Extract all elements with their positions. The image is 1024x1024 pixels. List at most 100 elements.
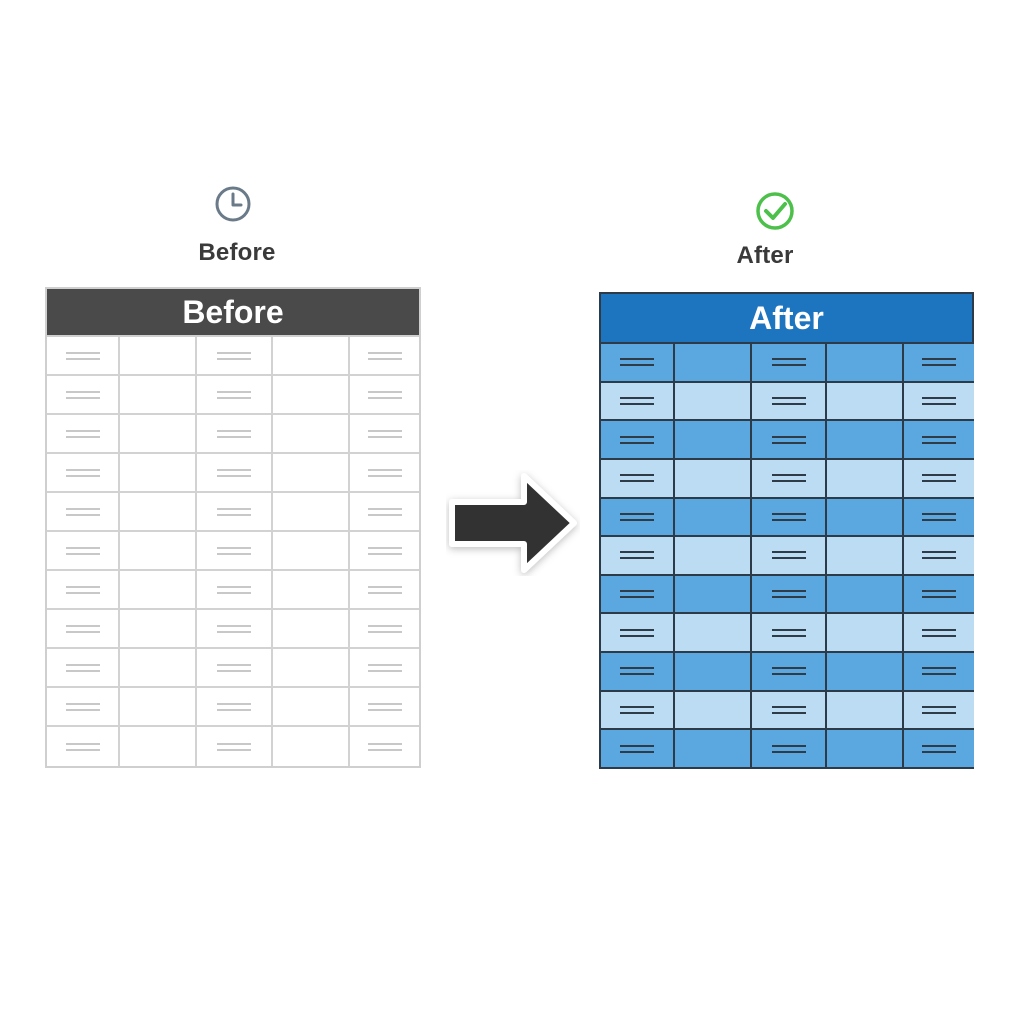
text-lines-icon (620, 435, 654, 444)
text-lines-icon (620, 474, 654, 483)
text-lines-icon (65, 546, 100, 555)
after-table-cell (752, 537, 825, 574)
before-table-cell (273, 688, 350, 727)
after-table-cell (904, 614, 974, 652)
check-circle-icon (756, 192, 794, 230)
text-lines-icon (922, 706, 956, 715)
before-table-cell (273, 415, 350, 454)
before-table-cell (120, 688, 197, 727)
after-table-cell (601, 575, 673, 613)
after-table-header: After (601, 294, 972, 344)
before-table-cell (120, 454, 197, 493)
before-table-header: Before (47, 289, 419, 337)
after-table-cell (827, 344, 902, 381)
before-table-cell (120, 649, 197, 688)
text-lines-icon (367, 702, 402, 711)
after-table-cell (675, 575, 750, 613)
text-lines-icon (65, 468, 100, 477)
text-lines-icon (771, 551, 806, 560)
text-lines-icon (217, 429, 251, 438)
before-table-cell (273, 376, 350, 415)
text-lines-icon (367, 742, 402, 751)
text-lines-icon (922, 590, 956, 599)
before-table-cell (197, 415, 273, 454)
after-table-cell (904, 498, 974, 536)
before-table-cell (120, 727, 197, 766)
after-table-cell (752, 575, 825, 613)
text-lines-icon (367, 663, 402, 672)
after-caption: After (736, 242, 794, 269)
text-lines-icon (217, 663, 251, 672)
before-table-cell (120, 376, 197, 415)
before-table-cell (273, 337, 350, 376)
after-table-cell (601, 614, 673, 652)
before-table-cell (350, 610, 419, 649)
before-table-cell (350, 727, 419, 766)
text-lines-icon (217, 507, 251, 516)
text-lines-icon (367, 468, 402, 477)
before-table-cell (350, 532, 419, 571)
text-lines-icon (367, 546, 402, 555)
after-table-cell (827, 653, 902, 690)
after-table-cell (675, 730, 750, 767)
after-table-cell (904, 459, 974, 497)
text-lines-icon (367, 624, 402, 633)
text-lines-icon (217, 468, 251, 477)
after-table-cell (601, 691, 673, 729)
after-table-cell (827, 537, 902, 574)
text-lines-icon (217, 351, 251, 360)
after-table-cell (601, 459, 673, 497)
after-table-cell (752, 382, 825, 420)
after-table-cell (752, 421, 825, 458)
after-table-cell (904, 730, 974, 767)
text-lines-icon (367, 507, 402, 516)
after-table-cell (827, 691, 902, 729)
after-table-cell (827, 382, 902, 420)
after-table-cell (904, 575, 974, 613)
text-lines-icon (367, 390, 402, 399)
after-table-cell (601, 344, 673, 381)
after-table-cell (601, 421, 673, 458)
after-table-cell (675, 344, 750, 381)
before-table-cell (350, 571, 419, 610)
before-table-cell (273, 532, 350, 571)
text-lines-icon (217, 390, 251, 399)
text-lines-icon (922, 512, 956, 521)
text-lines-icon (771, 435, 806, 444)
before-table-cell (47, 649, 120, 688)
text-lines-icon (922, 474, 956, 483)
text-lines-icon (367, 351, 402, 360)
before-table-cell (120, 415, 197, 454)
after-table-cell (827, 459, 902, 497)
before-table-cell (197, 649, 273, 688)
text-lines-icon (217, 624, 251, 633)
text-lines-icon (65, 742, 100, 751)
before-table-cell (47, 337, 120, 376)
after-table-cell (752, 691, 825, 729)
after-table-cell (601, 537, 673, 574)
before-table-cell (197, 454, 273, 493)
after-table-cell (752, 344, 825, 381)
text-lines-icon (65, 624, 100, 633)
before-table-cell (350, 337, 419, 376)
after-table: After (599, 292, 974, 769)
after-table-cell (827, 421, 902, 458)
after-table-cell (904, 537, 974, 574)
text-lines-icon (65, 429, 100, 438)
after-table-cell (675, 421, 750, 458)
text-lines-icon (620, 744, 654, 753)
after-table-cell (752, 614, 825, 652)
text-lines-icon (620, 667, 654, 676)
text-lines-icon (367, 585, 402, 594)
text-lines-icon (217, 585, 251, 594)
after-table-cell (904, 421, 974, 458)
text-lines-icon (771, 396, 806, 405)
before-table-cell (120, 571, 197, 610)
before-table-cell (47, 454, 120, 493)
text-lines-icon (771, 628, 806, 637)
text-lines-icon (620, 551, 654, 560)
after-table-grid (601, 344, 974, 767)
after-table-cell (675, 614, 750, 652)
before-table-cell (273, 727, 350, 766)
text-lines-icon (771, 706, 806, 715)
